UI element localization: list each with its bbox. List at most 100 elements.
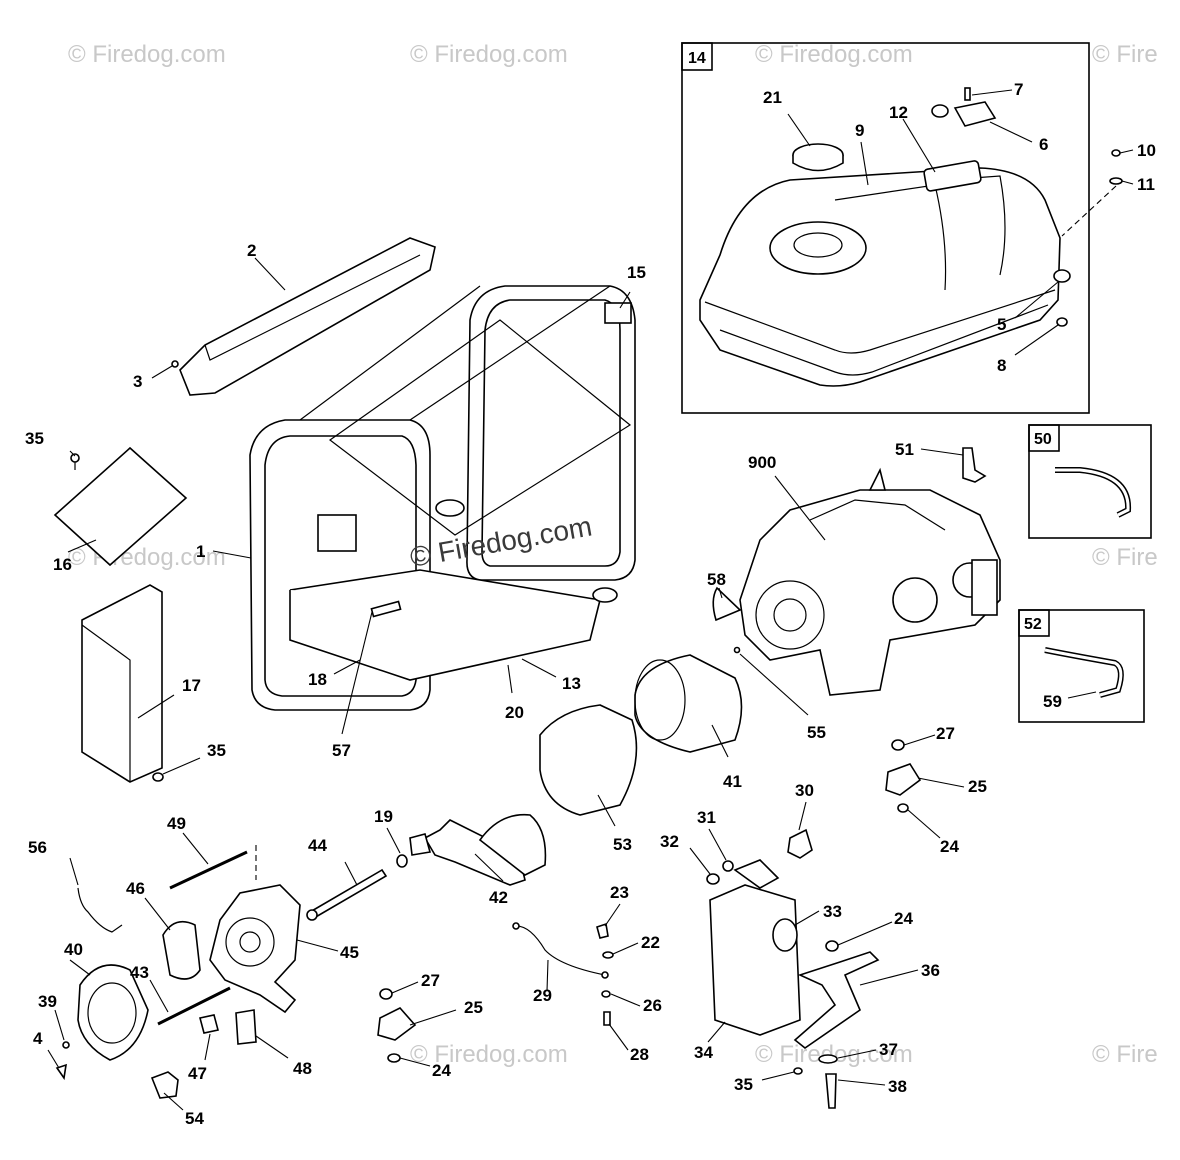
end-bracket-45: [209, 884, 301, 1014]
nut-27a: [891, 739, 905, 751]
callout-26: 26: [643, 996, 662, 1015]
subassembly-box-52: [1018, 609, 1145, 723]
stator-cover-53: [539, 704, 638, 816]
callout-3: 3: [133, 372, 142, 391]
callout-58: 58: [707, 570, 726, 589]
rod-49: [169, 850, 248, 890]
callout-24b: 24: [894, 909, 913, 928]
callout-11: 11: [1137, 175, 1155, 194]
screw-7: [964, 87, 971, 101]
fuel-gauge-window: [923, 160, 982, 192]
callout-36: 36: [921, 961, 940, 980]
frame-label-57: [370, 600, 402, 618]
subassembly-box-14-tag: [681, 42, 713, 71]
washer-22: [602, 951, 614, 959]
callout-39: 39: [38, 992, 57, 1011]
frame-foot-pad: [435, 499, 465, 517]
frame-bracket: [317, 514, 357, 552]
side-panel-17: [81, 584, 163, 783]
gasket-30: [787, 828, 813, 859]
box-label-14: 14: [688, 50, 706, 67]
callout-2: 2: [247, 241, 256, 260]
screw-35a: [70, 453, 80, 463]
callout-35c: 35: [734, 1075, 753, 1094]
watermark-tile: © Firedog.com: [68, 41, 226, 68]
part-47: [199, 1014, 219, 1034]
callout-7: 7: [1014, 80, 1023, 99]
engine-filter: [971, 559, 998, 616]
callout-18: 18: [308, 670, 327, 689]
muffler-33: [772, 918, 798, 952]
callout-41: 41: [723, 772, 742, 791]
callout-48: 48: [293, 1059, 312, 1078]
callout-33: 33: [823, 902, 842, 921]
subassembly-box-52-tag: [1018, 609, 1050, 637]
fuel-valve-51: [962, 447, 987, 483]
callout-55: 55: [807, 723, 826, 742]
callout-43: 43: [130, 963, 149, 982]
watermark-tile: © Firedog.com: [410, 41, 568, 68]
bolt-38: [825, 1073, 837, 1109]
callout-30: 30: [795, 781, 814, 800]
callout-34: 34: [694, 1043, 713, 1062]
callout-22: 22: [641, 933, 660, 952]
alignment-dashline: [1061, 185, 1117, 237]
callout-5: 5: [997, 315, 1006, 334]
callout-6: 6: [1039, 135, 1048, 154]
brush-holder-46: [162, 920, 201, 980]
callout-8: 8: [997, 356, 1006, 375]
watermark-tile: © Firedog.com: [755, 41, 913, 68]
watermark-tile: © Fire: [1092, 41, 1158, 68]
callout-labels: 1 2 3 4 5 6 7 8 9 10 11 12 13 15 16 17 1…: [25, 80, 1156, 1128]
nut-27b: [379, 988, 393, 1000]
fuel-tank-filler-boss: [769, 221, 867, 275]
callout-24a: 24: [940, 837, 959, 856]
callout-15: 15: [627, 263, 646, 282]
screw-39: [62, 1041, 70, 1049]
bolt-10: [1111, 149, 1121, 157]
tank-grommet-5: [1053, 269, 1071, 283]
nut-32: [706, 873, 720, 885]
callout-24c: 24: [432, 1061, 451, 1080]
callout-28: 28: [630, 1045, 649, 1064]
frame: [249, 285, 636, 711]
callout-1: 1: [196, 542, 205, 561]
callout-27a: 27: [936, 724, 955, 743]
arrow-4: [55, 1063, 67, 1081]
callout-44: 44: [308, 836, 327, 855]
end-cover-40: [77, 964, 149, 1061]
rod-43: [157, 986, 231, 1026]
callout-21: 21: [763, 88, 782, 107]
part-58: [712, 586, 742, 622]
callout-59: 59: [1043, 692, 1062, 711]
muffler-bracket-36: [793, 951, 880, 1049]
isolator-mount-25b: [377, 1007, 417, 1041]
callout-32: 32: [660, 832, 679, 851]
callout-49: 49: [167, 814, 186, 833]
leader-lines: [54, 89, 1134, 1111]
callout-38: 38: [888, 1077, 907, 1096]
screw-35c: [793, 1067, 803, 1075]
callout-29: 29: [533, 986, 552, 1005]
part-23: [596, 922, 609, 939]
engine: [739, 467, 1001, 696]
nut-24a: [897, 803, 909, 813]
callout-25b: 25: [464, 998, 483, 1017]
callout-17: 17: [182, 676, 201, 695]
callout-54: 54: [185, 1109, 204, 1128]
callout-12: 12: [889, 103, 908, 122]
callout-42: 42: [489, 888, 508, 907]
callout-10: 10: [1137, 141, 1156, 160]
box-label-50: 50: [1034, 431, 1052, 448]
tank-nut-8: [1056, 317, 1068, 327]
subassembly-box-50-tag: [1028, 424, 1060, 452]
screw-35b: [152, 772, 164, 782]
pin-55: [733, 646, 741, 654]
screw-3: [171, 360, 179, 368]
ground-wire-56: [77, 887, 123, 933]
plate-16: [53, 446, 188, 567]
top-cover-panel: [179, 237, 436, 396]
callout-900: 900: [748, 453, 776, 472]
washer-37: [818, 1054, 838, 1064]
isolator-mount-25a: [885, 763, 922, 796]
